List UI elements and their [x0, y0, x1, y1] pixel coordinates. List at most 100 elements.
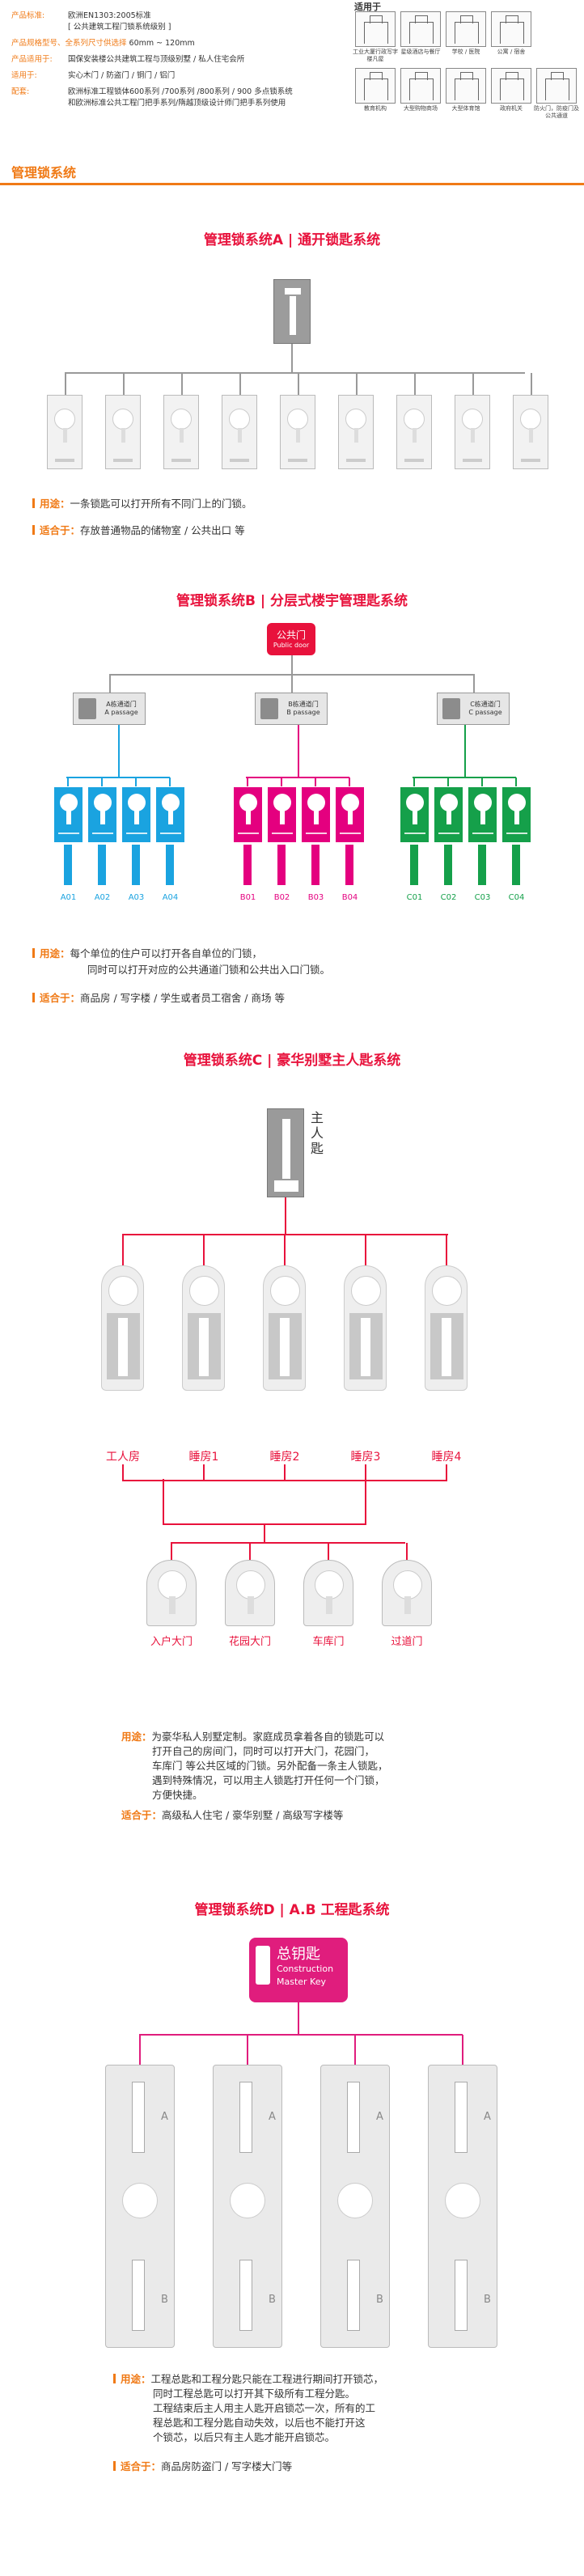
- door-lock-cylinder: [382, 1560, 432, 1626]
- lock-cylinder: [121, 786, 151, 843]
- door-label: 花园大门: [228, 1636, 271, 1648]
- construction-master-key: 总钥匙 Construction Master Key: [249, 1938, 348, 2002]
- room-label: 工人房: [106, 1451, 140, 1464]
- public-door-badge: 公共门 Public door: [267, 623, 315, 655]
- key-icon: [166, 845, 174, 885]
- system-b-usage: 用途：每个单位的住户可以打开各自单位的门锁，: [32, 947, 262, 961]
- label-b: B: [161, 2294, 168, 2306]
- key-icon: [442, 698, 460, 719]
- key-icon: [311, 845, 320, 885]
- system-c-suit: 适合于：高级私人住宅 / 豪华别墅 / 高级写字楼等: [121, 1809, 344, 1821]
- lock-cylinder: [47, 395, 83, 469]
- key-icon: [78, 698, 96, 719]
- key-a-icon: [455, 2082, 468, 2153]
- cylinder-label: A01: [60, 893, 77, 902]
- label-b: B: [376, 2294, 383, 2306]
- system-d-usage: 用途：工程总匙和工程分匙只能在工程进行期间打开锁芯， 同时工程总匙可以打开其下级…: [113, 2372, 534, 2445]
- system-a-usage: 用途：一条锁匙可以打开所有不同门上的门锁。: [32, 497, 252, 511]
- system-d-title: 管理锁系统D | A.B 工程匙系统: [194, 1902, 390, 1918]
- door-label: 过道门: [391, 1636, 423, 1648]
- apartment-icon: 公寓 / 宿舍: [489, 11, 534, 56]
- key-a-icon: [347, 2082, 360, 2153]
- label-b: B: [269, 2294, 276, 2306]
- school-hospital-icon: 学校 / 医院: [443, 11, 489, 56]
- cylinder-label: B03: [307, 893, 324, 902]
- education-icon: 教育机构: [353, 68, 398, 112]
- lock-cylinder: [105, 395, 141, 469]
- key-icon: [277, 845, 286, 885]
- lock-cylinder: [501, 786, 531, 843]
- system-c-usage: 用途：为豪华私人别墅定制。家庭成员拿着各自的锁匙可以 打开自己的房间门，同时可以…: [121, 1731, 388, 1801]
- lock-cylinder: [301, 786, 331, 843]
- key-icon: [64, 845, 72, 885]
- key-icon: [512, 845, 520, 885]
- mall-icon: 大型购物商场: [398, 68, 443, 112]
- key-b-icon: [239, 2260, 252, 2331]
- lock-cylinder: [155, 786, 185, 843]
- lock-cylinder: [338, 395, 374, 469]
- fire-exit-icon: 防火门，防疫门及公共通道: [534, 68, 579, 120]
- hotel-icon: 星级酒店与餐厅: [398, 11, 443, 56]
- lock-cylinder: [455, 395, 490, 469]
- room-lock-cylinder: [344, 1265, 387, 1391]
- room-lock-cylinder: [263, 1265, 306, 1391]
- system-a-title: 管理锁系统A | 通开锁匙系统: [203, 232, 381, 248]
- key-icon: [345, 845, 353, 885]
- master-key-icon: [267, 1108, 304, 1197]
- system-d-suit: 适合于：商品房防盗门 / 写字楼大门等: [113, 2459, 292, 2474]
- system-a-suit: 适合于：存放普通物品的储物室 / 公共出口 等: [32, 523, 245, 538]
- label-a: A: [484, 2111, 491, 2123]
- office-building-icon: 工业大厦行政写字楼凡屋: [353, 11, 398, 63]
- key-b-icon: [455, 2260, 468, 2331]
- label-b: B: [484, 2294, 491, 2306]
- lock-cylinder: [513, 395, 548, 469]
- applicable-title: 适用于: [354, 2, 381, 12]
- lock-cylinder: [335, 786, 365, 843]
- room-label: 睡房2: [269, 1451, 300, 1464]
- key-icon: [132, 845, 140, 885]
- section-header: 管理锁系统: [0, 154, 584, 186]
- key-a-icon: [239, 2082, 252, 2153]
- key-icon: [273, 279, 311, 344]
- lock-cylinder: [280, 395, 315, 469]
- label-a: A: [269, 2111, 276, 2123]
- cylinder-label: A02: [94, 893, 111, 902]
- room-lock-cylinder: [101, 1265, 144, 1391]
- room-label: 睡房3: [350, 1451, 381, 1464]
- product-specs: 产品标准:欧洲EN1303:2005标准 [ 公共建筑工程门锁系统级别 ] 产品…: [11, 11, 293, 108]
- lock-cylinder: [222, 395, 257, 469]
- label-a: A: [376, 2111, 383, 2123]
- cylinder-label: A03: [128, 893, 145, 902]
- lock-cylinder: [233, 786, 263, 843]
- label-a: A: [161, 2111, 168, 2123]
- system-b-usage-2: 同时可以打开对应的公共通道门锁和公共出入口门锁。: [87, 964, 331, 976]
- key-icon: [243, 845, 252, 885]
- key-icon: [260, 698, 278, 719]
- door-lock-cylinder: [146, 1560, 197, 1626]
- system-b-suit: 适合于：商品房 / 写字楼 / 学生或者员工宿舍 / 商场 等: [32, 991, 285, 1006]
- government-icon: 政府机关: [489, 68, 534, 112]
- key-icon: [256, 1946, 270, 1985]
- system-c-title: 管理锁系统C | 豪华别墅主人匙系统: [183, 1053, 401, 1069]
- lock-cylinder: [87, 786, 117, 843]
- master-key-label: 主人匙: [311, 1110, 324, 1156]
- cylinder-label: B04: [341, 893, 358, 902]
- key-icon: [410, 845, 418, 885]
- lock-cylinder: [396, 395, 432, 469]
- key-icon: [478, 845, 486, 885]
- lock-cylinder: [53, 786, 83, 843]
- key-icon: [98, 845, 106, 885]
- system-b-title: 管理锁系统B | 分层式楼宇管理匙系统: [176, 593, 408, 609]
- door-label: 车库门: [312, 1636, 345, 1648]
- door-lock-cylinder: [225, 1560, 275, 1626]
- lock-cylinder: [468, 786, 497, 843]
- key-icon: [444, 845, 452, 885]
- room-lock-cylinder: [182, 1265, 225, 1391]
- key-a-icon: [132, 2082, 145, 2153]
